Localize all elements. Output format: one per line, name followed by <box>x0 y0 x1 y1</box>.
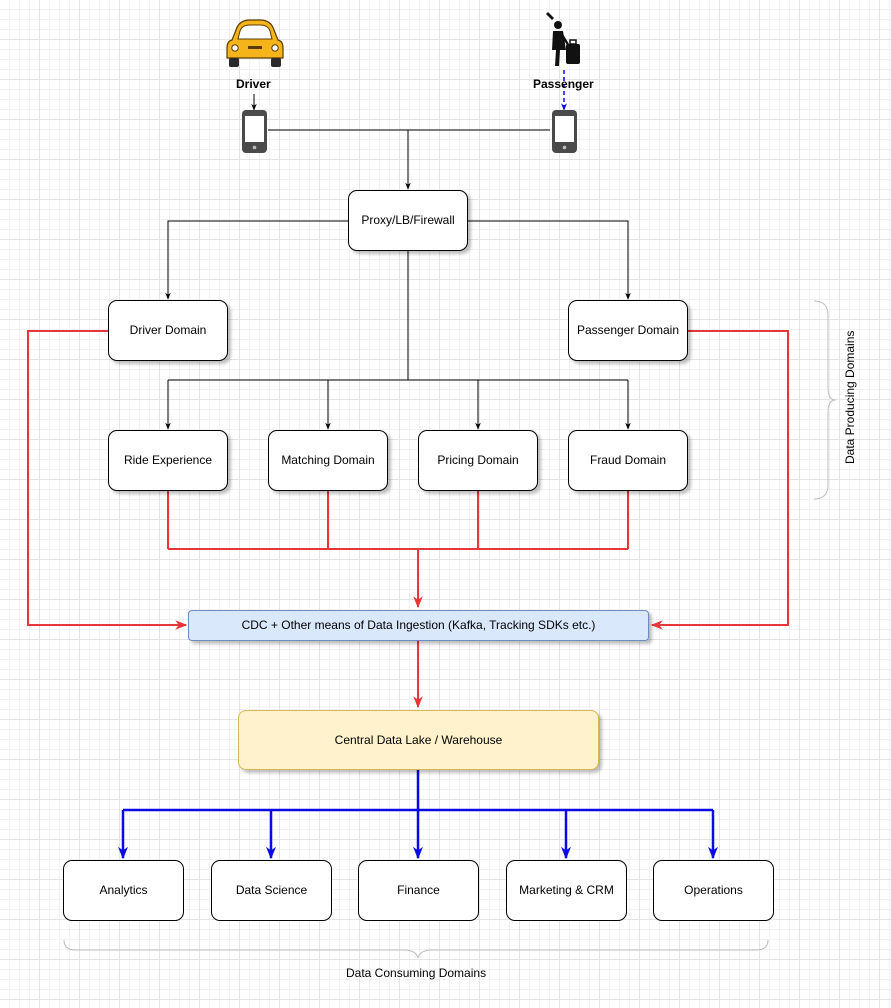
passenger-label: Passenger <box>533 77 594 91</box>
producing-domains-label: Data Producing Domains <box>843 330 857 464</box>
passenger-phone-icon <box>552 110 577 153</box>
producing-domains-brace <box>813 300 837 500</box>
proxy-node[interactable]: Proxy/LB/Firewall <box>348 190 468 251</box>
consuming-domains-brace <box>63 939 769 959</box>
driver-domain-node[interactable]: Driver Domain <box>108 300 228 361</box>
operations-node[interactable]: Operations <box>653 860 774 921</box>
fraud-domain-node[interactable]: Fraud Domain <box>568 430 688 491</box>
passenger-icon <box>546 12 580 66</box>
passenger-domain-node[interactable]: Passenger Domain <box>568 300 688 361</box>
analytics-node[interactable]: Analytics <box>63 860 184 921</box>
data-science-node[interactable]: Data Science <box>211 860 332 921</box>
marketing-crm-node[interactable]: Marketing & CRM <box>506 860 627 921</box>
consuming-domains-label: Data Consuming Domains <box>346 966 487 980</box>
proxy-to-passenger-domain-arrow <box>468 220 631 300</box>
driver-domain-to-cdc-arrow <box>27 330 188 630</box>
proxy-to-driver-domain-arrow <box>165 220 348 300</box>
pricing-domain-node[interactable]: Pricing Domain <box>418 430 538 491</box>
driver-label: Driver <box>236 77 271 91</box>
car-icon <box>226 19 284 67</box>
matching-domain-node[interactable]: Matching Domain <box>268 430 388 491</box>
ride-experience-node[interactable]: Ride Experience <box>108 430 228 491</box>
driver-phone-icon <box>242 110 267 153</box>
passenger-domain-to-cdc-arrow <box>650 330 789 630</box>
finance-node[interactable]: Finance <box>358 860 479 921</box>
cdc-ingestion-node[interactable]: CDC + Other means of Data Ingestion (Kaf… <box>188 610 649 641</box>
central-data-lake-node[interactable]: Central Data Lake / Warehouse <box>238 710 599 770</box>
